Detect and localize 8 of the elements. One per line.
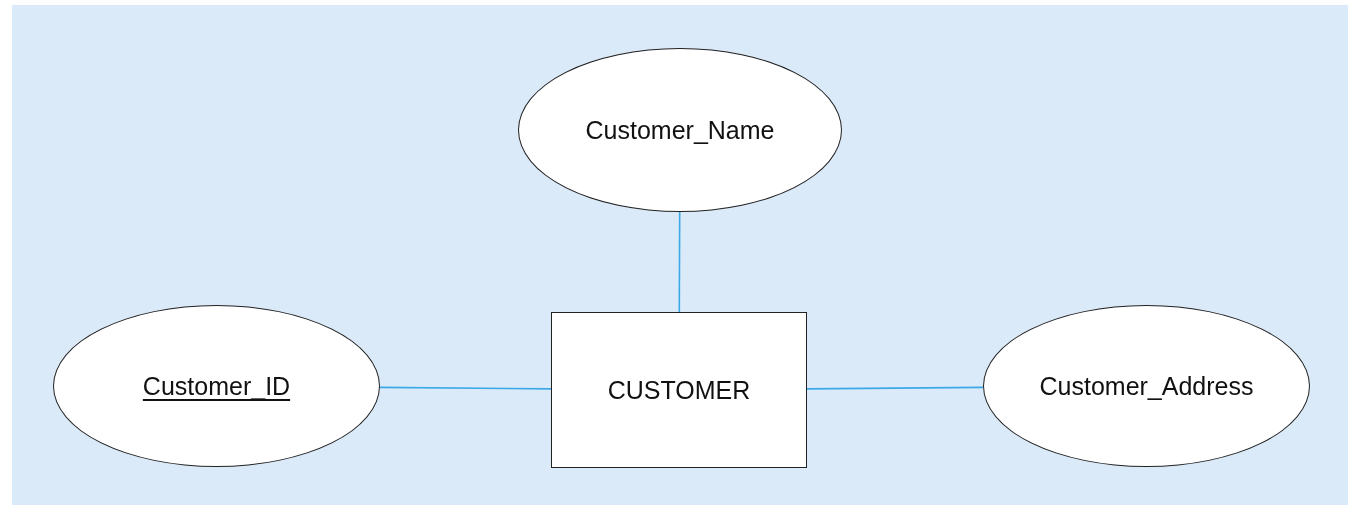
node-label: Customer_Name [585, 115, 775, 145]
entity-box [551, 312, 807, 468]
node-label: CUSTOMER [607, 375, 751, 405]
connector-line [379, 386, 552, 390]
connector-line [806, 386, 984, 390]
connector-line [678, 211, 681, 313]
node-label: Customer_Address [1039, 371, 1254, 401]
node-label: Customer_ID [142, 371, 291, 401]
